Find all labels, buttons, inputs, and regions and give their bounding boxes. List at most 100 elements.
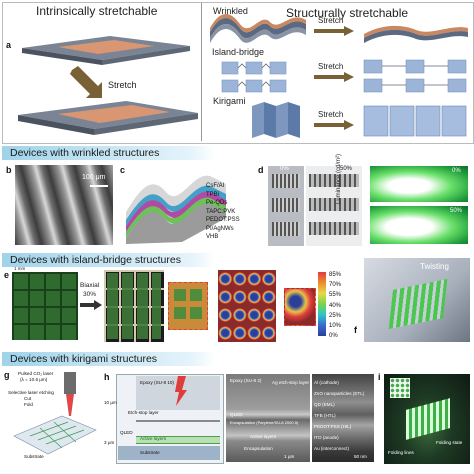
panel-h-substrate: Substrate [140,450,160,455]
layer-label: TPBi [206,191,220,198]
colorbar-tick: 0% [329,333,338,340]
layer-label: TAPC:PVK [206,208,236,215]
panel-d-strain-50: 50% [340,166,353,172]
panel-h-epoxy: Epoxy (SU-8 10) [140,380,174,385]
panel-h-qled: QLED [120,430,133,435]
section-banner-island: Devices with island-bridge structures [2,253,214,267]
panel-e-strain-map [218,270,276,342]
stretch-arrow-island-icon [314,72,354,82]
wrinkled-unstretched-illustration [210,13,306,43]
island-bridge-label: Island-bridge [212,47,265,57]
island-bridge-unstretched-illustration [221,61,287,93]
stretch-label-island: Stretch [318,62,344,71]
panel-g-substrate-label: Substrate [24,454,44,459]
panel-c-layer-stack [126,175,226,244]
panel-f-label: f [354,325,357,335]
panel-h-active-layers-band [136,436,220,444]
section-banner-kirigami: Devices with kirigami structures [2,352,214,366]
tem-layer-label: QD (EML) [314,402,335,407]
panel-d-map-strain-0: 0% [452,168,461,174]
tem-layer-label: Al (cathode) [314,380,339,385]
panel-d-label: d [258,165,264,175]
panel-g-laser-wavelength: (λ = 10.6 μm) [20,377,48,382]
panel-e-strain-map-zoom [284,288,316,326]
layer-label: CsF/Al [206,183,224,189]
layer-label: VHB [206,234,219,240]
stretch-arrow-kirigami-icon [314,120,354,130]
tem-layer-label: ITO (anode) [314,435,339,440]
panel-d-luminance-label: Luminance (cd/m²) [336,153,342,204]
panel-a-divider [201,3,202,141]
tem-layer-label: TFB (HTL) [314,413,336,418]
colorbar-tick: 10% [329,323,342,330]
tem-layer-label: PEDOT:PSS (HIL) [314,424,352,429]
panel-h-z10: 10 μm [104,400,117,405]
laser-beam-icon [175,376,187,406]
panel-g-label: g [4,370,10,380]
panel-h-sem-cross-section [226,374,310,462]
panel-d-luminance-map-50 [370,206,468,244]
panel-e-zoom-inset [168,282,208,330]
section-banner-wrinkled: Devices with wrinkled structures [2,146,214,160]
panel-a-label: a [6,40,12,50]
island-bridge-stretched-illustration [363,59,467,93]
kirigami-label: Kirigami [213,96,246,106]
panel-d-photo-stretched [306,166,362,246]
panel-h-z3: 3 μm [104,440,115,445]
panel-f-twisting-label: Twisting [420,262,449,271]
tem-layer-label: ZnO nanoparticles (ETL) [314,391,365,396]
panel-i-folding-state: Folding state [436,440,463,445]
panel-d-map-strain-50: 50% [450,208,463,214]
panel-d-luminance-map-0 [370,166,468,202]
kirigami-unfolded-illustration [363,105,467,137]
biaxial-arrow-icon [80,300,102,310]
colorbar-tick: 25% [329,312,342,319]
panel-h-ag-etch: Ag etch-stop layer [272,380,310,385]
panel-h-encap1: Encapsulation (Parylene/SU-8 2000.5) [230,420,299,425]
panel-b-scale-text: 100 μm [82,174,106,181]
panel-g-cut-label: Cut [24,396,32,401]
flat-film-illustration [22,36,190,65]
colorbar-tick: 85% [329,272,342,278]
colorbar-tick: 40% [329,302,342,309]
structural-title: Structurally stretchable [286,6,409,20]
panel-b-sem-image [15,165,113,245]
wrinkled-stretched-illustration [364,25,468,43]
panel-f-twisting-photo [364,258,470,342]
wrinkled-label: Wrinkled [213,6,248,16]
panel-h-etch-stop-layer [136,420,220,422]
stretched-film-illustration [18,101,198,135]
panel-h-right-layer-labels: Al (cathode) ZnO nanoparticles (ETL) QD … [314,377,364,454]
panel-d-photo-unstretched [268,166,304,246]
panel-h-mid-qled: QLED [230,412,243,417]
panel-h-label: h [104,372,110,382]
stretch-label-kirigami: Stretch [318,110,344,119]
panel-b-scale-bar [90,185,108,187]
panel-e-scale-text: 1 mm [14,266,26,271]
panel-e-array-unstretched [12,272,78,340]
stretch-arrow-wrinkled-icon [314,26,354,36]
panel-e-biaxial-label: Biaxial [80,282,100,289]
panel-c-label: c [120,165,126,175]
colorbar-tick: 55% [329,292,342,299]
panel-g-laser-diagram [13,372,97,455]
panel-h-scale-right: 50 nm [354,454,367,459]
panel-e-label: e [4,270,10,280]
panel-h-mid-active: Active layers [250,434,277,439]
panel-h-etch-stop: Etch-stop layer [128,410,159,415]
panel-d-strain-0: 0% [280,166,289,172]
panel-i-label: i [378,372,381,382]
panel-e-biaxial-pct: 30% [83,291,97,298]
layer-label: Pe-QDs [206,200,228,206]
layer-label: PEDOT:PSS [206,217,240,223]
colorbar-tick: 70% [329,282,342,289]
kirigami-folded-illustration [252,102,300,138]
panel-g-fold-label: Fold [24,402,33,407]
stretch-label-wrinkled: Stretch [318,16,344,25]
panel-h-encap2: Encapsulation [244,446,273,451]
panel-g-laser-label: Pulsed CO₂ laser [18,371,54,376]
intrinsic-title: Intrinsically stretchable [36,4,158,18]
panel-h-substrate-block [118,446,220,460]
stretch-label-intrinsic: Stretch [108,80,137,90]
panel-b-label: b [6,165,12,175]
